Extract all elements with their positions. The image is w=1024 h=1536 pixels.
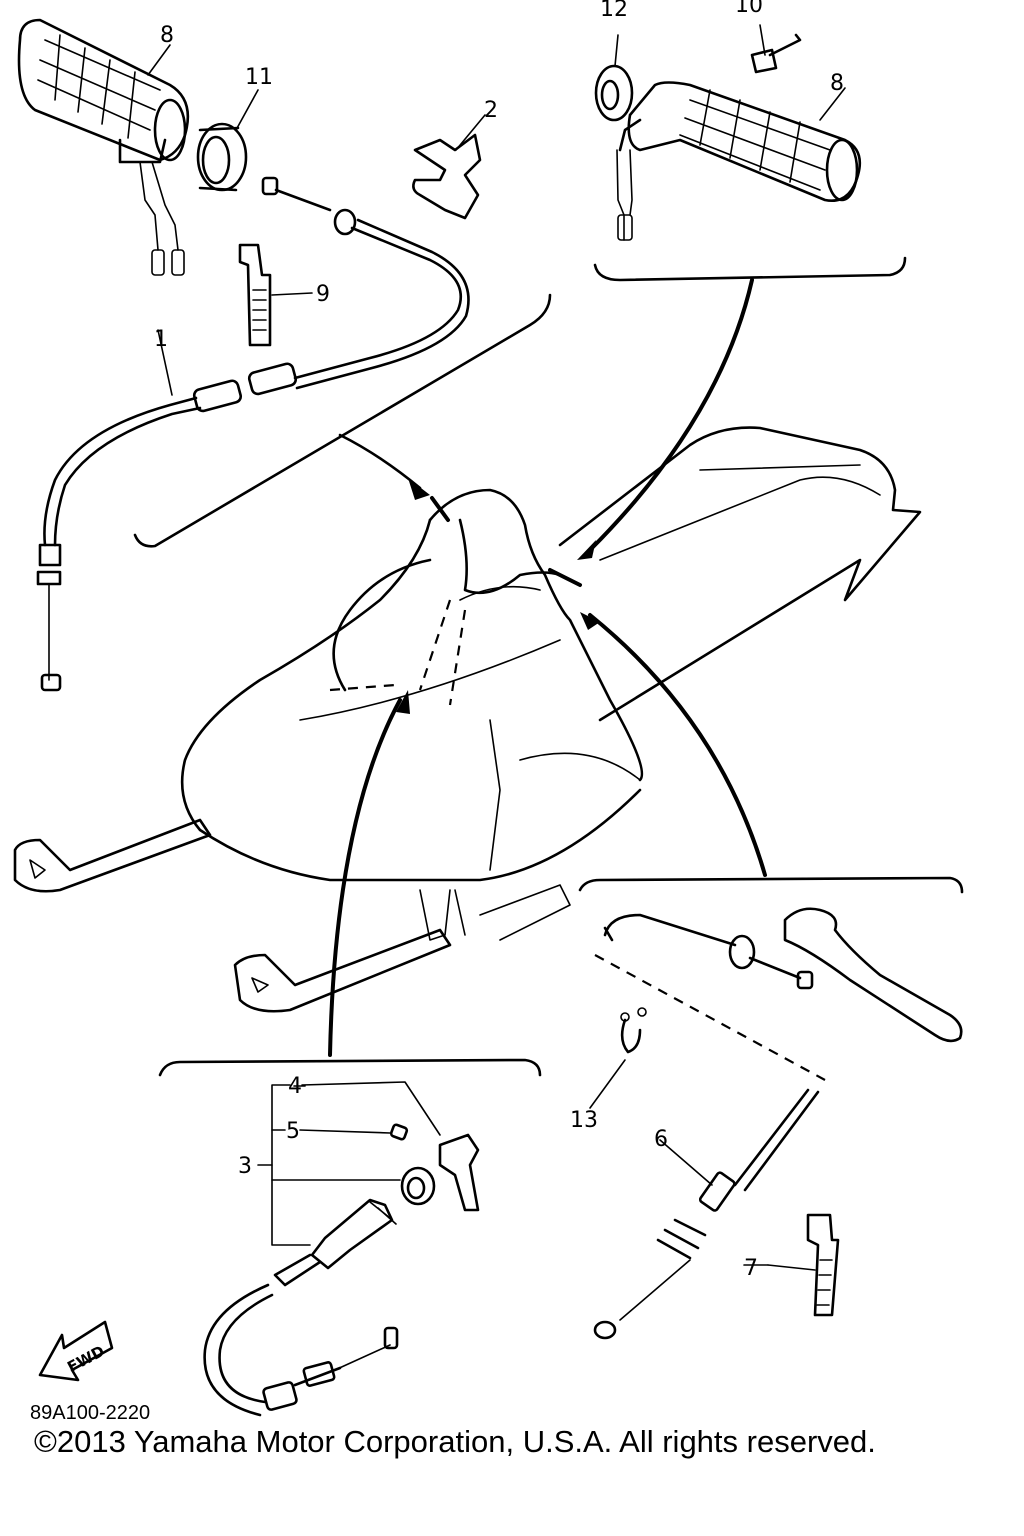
fwd-arrow: FWD xyxy=(38,1320,114,1382)
callout-6: 6 xyxy=(654,1127,668,1152)
right-grip-assembly xyxy=(577,24,907,560)
callout-1: 1 xyxy=(154,327,168,352)
throttle-assembly xyxy=(158,690,542,1417)
callout-10: 10 xyxy=(735,0,763,18)
callout-7: 7 xyxy=(744,1256,758,1281)
callout-3: 3 xyxy=(238,1154,252,1179)
callout-8-left: 8 xyxy=(160,23,174,48)
brake-assembly xyxy=(578,612,964,1340)
callout-12: 12 xyxy=(600,0,628,22)
left-grip-assembly xyxy=(17,18,552,692)
fwd-label: FWD xyxy=(64,1342,107,1376)
callout-11: 11 xyxy=(245,65,273,90)
callout-2: 2 xyxy=(484,98,498,123)
callout-5: 5 xyxy=(286,1119,300,1144)
snowmobile-body xyxy=(13,426,922,1013)
diagram-code: 89A100-2220 xyxy=(30,1402,150,1424)
copyright-notice: ©2013 Yamaha Motor Corporation, U.S.A. A… xyxy=(34,1424,876,1459)
callout-8-right: 8 xyxy=(830,71,844,96)
callout-9: 9 xyxy=(316,282,330,307)
callout-13: 13 xyxy=(570,1108,598,1133)
